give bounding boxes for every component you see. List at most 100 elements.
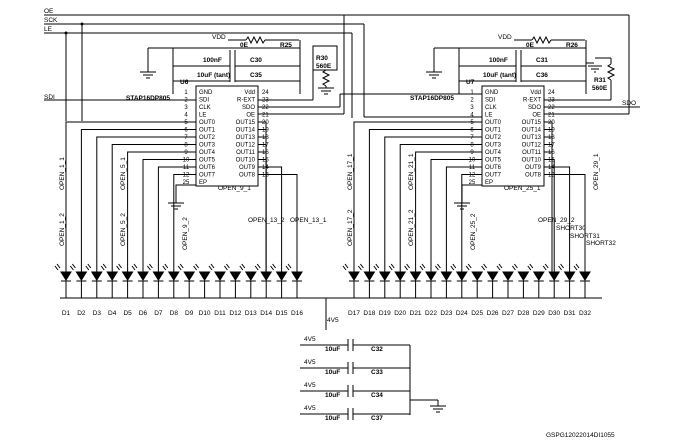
driver-u6: VDD 0E R25 100nF C30 10uF (tant) C35 R30…: [126, 34, 338, 210]
led-d18: D18: [358, 263, 376, 317]
r25-value: 0E: [240, 42, 249, 49]
u6-pin-name: OE: [246, 113, 255, 119]
led-d32: D32: [573, 263, 591, 317]
u6-pin-number: 24: [262, 90, 269, 96]
led-d19: D19: [373, 263, 391, 317]
u7-pin-name: OUT12: [522, 143, 542, 149]
signal-sck-label: SCK: [44, 17, 58, 24]
u6-pin-name: OUT11: [236, 150, 256, 156]
open-label: OPEN_29_2: [538, 217, 575, 224]
open-label: OPEN_13_1: [290, 217, 327, 224]
led-d5: D5: [116, 263, 134, 317]
cap-name: C37: [371, 415, 383, 422]
u7-pin-name: OUT2: [485, 135, 502, 141]
u6-pin-name: OUT5: [199, 158, 216, 164]
u6-pin-number: 8: [184, 143, 188, 149]
u7-chip-body: [481, 85, 545, 187]
led-label: D23: [440, 310, 452, 317]
u7-pin-name: OUT0: [485, 120, 502, 126]
u6-pin-number: 12: [183, 173, 190, 179]
led-label: D3: [93, 310, 102, 317]
u7-pin-number: 4: [470, 113, 474, 119]
led-label: D10: [199, 310, 211, 317]
u7-pin-name: OUT14: [522, 128, 542, 134]
led-d3: D3: [85, 263, 103, 317]
u7-pin-name: OUT4: [485, 150, 502, 156]
c35-value: 10uF (tant): [197, 72, 230, 79]
u6-pin-name: OUT8: [239, 173, 256, 179]
u6-pin-number: 7: [184, 135, 188, 141]
r30-resistor: [321, 69, 331, 87]
capacitor-c37: 4V5 10uF C37: [300, 405, 410, 422]
cap-net-label: 4V5: [304, 359, 316, 366]
u6-pin-name: OUT1: [199, 128, 216, 134]
led-d6: D6: [131, 263, 149, 317]
u6-pin-number: 3: [184, 105, 188, 111]
led-label: D15: [276, 310, 288, 317]
u7-pin-name: EP: [485, 180, 493, 186]
u6-pin-name: Vdd: [244, 90, 255, 96]
led-d17: D17: [342, 263, 360, 317]
led-label: D31: [564, 310, 576, 317]
u7-pin-number: 12: [469, 173, 476, 179]
led-label: D6: [139, 310, 148, 317]
open-label: OPEN_21_2: [408, 209, 415, 246]
led-d23: D23: [435, 263, 453, 317]
u6-chip-body: [195, 85, 259, 187]
open-label: OPEN_25_1: [504, 185, 541, 192]
led-label: D22: [425, 310, 437, 317]
cap-value: 10uF: [325, 369, 340, 376]
led-d26: D26: [481, 263, 499, 317]
u6-pin-number: 6: [184, 128, 188, 134]
u7-pin-name: OUT7: [485, 173, 502, 179]
u6-pin-number: 25: [183, 180, 190, 186]
u6-pin-name: SDO: [242, 105, 255, 111]
led-label: D8: [170, 310, 179, 317]
led-label: D20: [394, 310, 406, 317]
open-label: OPEN_21_1: [408, 153, 415, 190]
u6-pin-name: OUT2: [199, 135, 216, 141]
u7-pin-name: OUT9: [525, 165, 542, 171]
led-d29: D29: [527, 263, 545, 317]
led-d13: D13: [239, 263, 257, 317]
u7-pin-number: 3: [470, 105, 474, 111]
u6-pin-name: OUT7: [199, 173, 216, 179]
open-labels: OPEN_1_1OPEN_1_2OPEN_5_1OPEN_5_2OPEN_9_1…: [59, 153, 616, 250]
led-d15: D15: [270, 263, 288, 317]
u6-pin-name: OUT6: [199, 165, 216, 171]
open-label: OPEN_17_2: [347, 209, 354, 246]
cap-name: C34: [371, 392, 383, 399]
led-label: D27: [502, 310, 514, 317]
cap-value: 10uF: [325, 415, 340, 422]
u7-pin-number: 22: [548, 105, 555, 111]
cap-value: 10uF: [325, 346, 340, 353]
led-label: D32: [579, 310, 591, 317]
u6-pin-name: CLK: [199, 105, 211, 111]
open-label: OPEN_29_1: [593, 153, 600, 190]
r31-resistor: [606, 63, 616, 81]
u7-pin-name: GND: [485, 90, 499, 96]
led-label: D12: [229, 310, 241, 317]
u6-pin-name: OUT14: [236, 128, 256, 134]
ground-icon: [168, 202, 184, 210]
c30-name: C30: [250, 57, 262, 64]
led-d7: D7: [147, 263, 165, 317]
u6-pin-name: OUT0: [199, 120, 216, 126]
open-label: OPEN_5_2: [120, 213, 127, 246]
short-label: SHORT32: [586, 240, 616, 247]
led-d27: D27: [496, 263, 514, 317]
u7-pin-number: 25: [469, 180, 476, 186]
u6-pin-number: 11: [183, 165, 190, 171]
u7-pin-name: OUT3: [485, 143, 502, 149]
u6-reference: U6: [180, 79, 189, 86]
led-label: D26: [487, 310, 499, 317]
u7-pin-number: 6: [470, 128, 474, 134]
u6-pin-number: 1: [184, 90, 188, 96]
cap-net-label: 4V5: [304, 405, 316, 412]
u7-pin-number: 21: [548, 113, 555, 119]
open-label: OPEN_25_2: [470, 213, 477, 250]
u7-pin-number: 2: [470, 98, 474, 104]
led-label: D14: [260, 310, 272, 317]
